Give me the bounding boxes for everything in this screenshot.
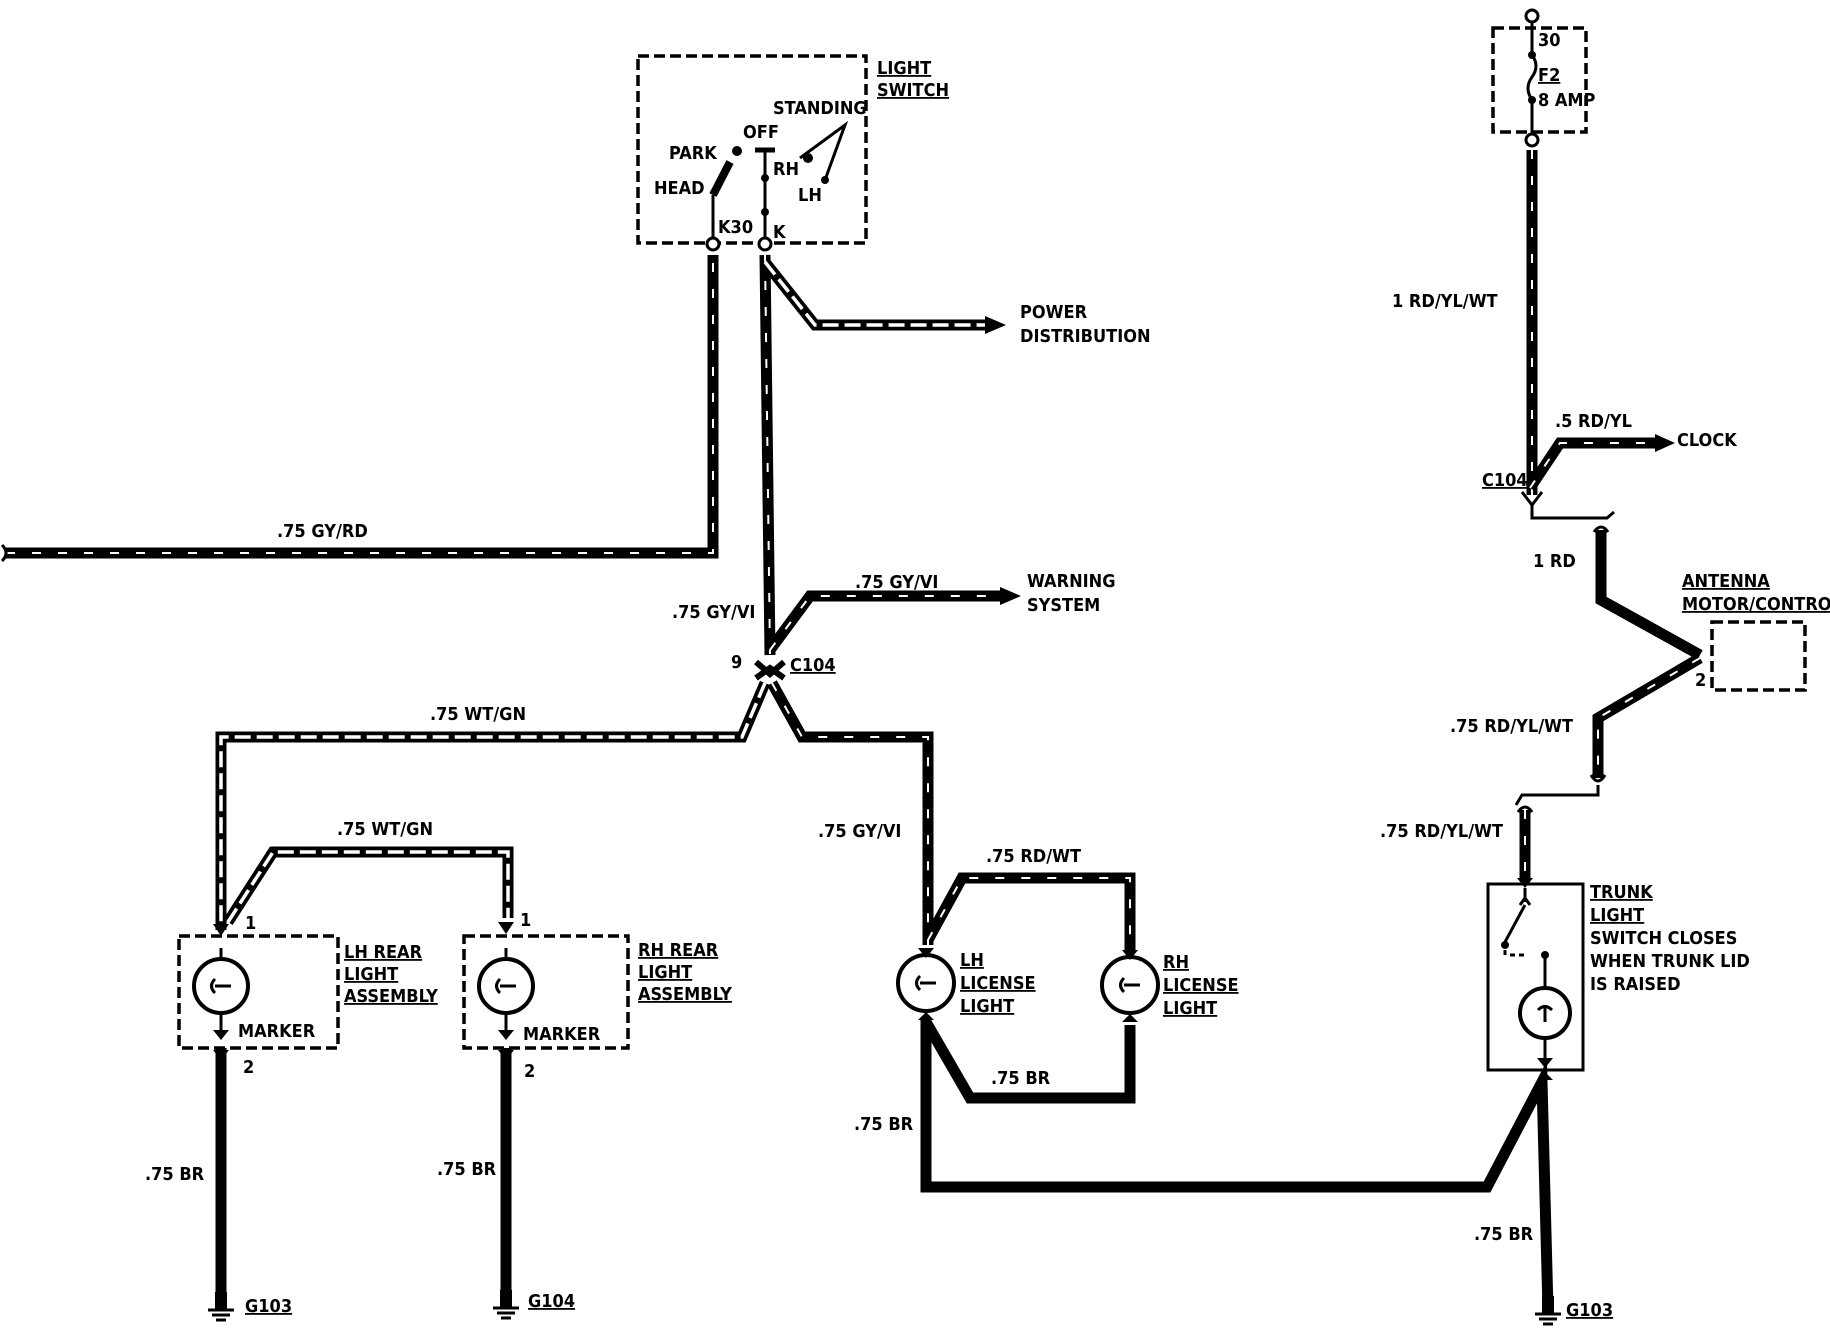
wire-gy-vi-license — [767, 680, 934, 945]
fuse-rating-label: 8 AMP — [1538, 90, 1596, 111]
wire-rd-yl-wt-3 — [1516, 805, 1534, 880]
ground-g103-right — [1535, 1296, 1561, 1326]
lh-license-label-1: LH — [960, 950, 984, 971]
switch-lh-label: LH — [798, 185, 822, 206]
ground-g103-left — [208, 1292, 234, 1322]
lh-rear-lamp-label: MARKER — [238, 1021, 316, 1042]
lh-rear-light-assembly — [177, 924, 340, 1060]
fuse-terminal-label: 30 — [1538, 30, 1561, 51]
lh-rear-label-2: LIGHT — [344, 964, 398, 985]
rh-rear-pin1-label: 1 — [520, 910, 531, 931]
trunk-label-2: LIGHT — [1590, 905, 1644, 926]
ground-g103-right-label: G103 — [1566, 1300, 1613, 1321]
rh-license-light — [1100, 950, 1160, 1022]
wire-k-main — [759, 254, 776, 656]
antenna-motor-control — [1710, 620, 1807, 692]
c104-right-label: C104 — [1482, 470, 1528, 491]
rh-license-label-3: LIGHT — [1163, 998, 1217, 1019]
c104-center-pin-label: 9 — [731, 652, 742, 673]
rh-rear-pin2-label: 2 — [524, 1061, 535, 1082]
wire-rd-yl-wt-top-label: 1 RD/YL/WT — [1392, 291, 1498, 312]
ground-g103-left-label: G103 — [245, 1296, 292, 1317]
wire-rd-label: 1 RD — [1533, 551, 1576, 572]
switch-standing-label: STANDING — [773, 98, 867, 119]
switch-k30-label: K30 — [718, 217, 753, 238]
switch-off-label: OFF — [743, 122, 779, 143]
trunk-note-3: IS RAISED — [1590, 974, 1681, 995]
rh-rear-label-3: ASSEMBLY — [638, 984, 732, 1005]
power-distribution-label-2: DISTRIBUTION — [1020, 326, 1151, 347]
wire-gy-rd-label: .75 GY/RD — [277, 521, 368, 542]
rh-rear-label-1: RH REAR — [638, 940, 719, 961]
lh-rear-label-3: ASSEMBLY — [344, 986, 438, 1007]
wire-br-trunk-label: .75 BR — [1474, 1224, 1534, 1245]
wire-gy-vi-license-label: .75 GY/VI — [818, 821, 901, 842]
wire-rd-yl-wt-2 — [1514, 653, 1703, 806]
wire-clock — [1525, 434, 1675, 492]
lh-license-label-3: LIGHT — [960, 996, 1014, 1017]
rh-rear-label-2: LIGHT — [638, 962, 692, 983]
rh-rear-light-assembly — [462, 922, 630, 1060]
trunk-label-1: TRUNK — [1590, 882, 1654, 903]
trunk-note-1: SWITCH CLOSES — [1590, 928, 1737, 949]
wire-rd-wt — [923, 872, 1136, 950]
warning-system-label-2: SYSTEM — [1027, 595, 1100, 616]
antenna-pin-label: 2 — [1695, 670, 1706, 691]
wire-br-rh-label: .75 BR — [437, 1159, 497, 1180]
wire-gy-vi-branch-label: .75 GY/VI — [855, 572, 938, 593]
wire-warning — [765, 587, 1021, 654]
ground-g104-label: G104 — [528, 1291, 575, 1312]
wire-power-distribution — [760, 258, 1006, 334]
trunk-note-2: WHEN TRUNK LID — [1590, 951, 1750, 972]
wire-br-license-label: .75 BR — [991, 1068, 1051, 1089]
wire-br-license2-label: .75 BR — [854, 1114, 914, 1135]
light-switch — [636, 54, 868, 252]
lh-rear-pin2-label: 2 — [243, 1057, 254, 1078]
clock-label: CLOCK — [1677, 430, 1738, 451]
fuse-f2 — [1491, 8, 1588, 148]
wire-rd — [1592, 525, 1703, 660]
wire-rd-yl-clock-label: .5 RD/YL — [1555, 411, 1632, 432]
wire-wt-gn-2-label: .75 WT/GN — [337, 819, 433, 840]
switch-head-label: HEAD — [654, 178, 705, 199]
wire-br-trunk-return — [920, 1018, 1554, 1311]
lh-license-light — [896, 948, 956, 1020]
connector-c104-center — [754, 659, 786, 681]
wire-wt-gn-1-label: .75 WT/GN — [430, 704, 526, 725]
switch-park-label: PARK — [669, 143, 718, 164]
light-switch-title-1: LIGHT — [877, 58, 931, 79]
switch-rh-label: RH — [773, 159, 799, 180]
light-switch-title-2: SWITCH — [877, 80, 949, 101]
lh-rear-pin1-label: 1 — [245, 913, 256, 934]
ground-g104 — [493, 1290, 519, 1320]
rh-license-label-2: LICENSE — [1163, 975, 1239, 996]
wire-br-license — [921, 1019, 1136, 1104]
trunk-light — [1486, 878, 1585, 1080]
wire-rd-wt-label: .75 RD/WT — [986, 846, 1081, 867]
lh-rear-label-1: LH REAR — [344, 942, 423, 963]
warning-system-label-1: WARNING — [1027, 571, 1115, 592]
wire-wt-gn-2 — [223, 846, 514, 925]
rh-license-label-1: RH — [1163, 952, 1189, 973]
power-distribution-label-1: POWER — [1020, 302, 1088, 323]
wire-br-lh-label: .75 BR — [145, 1164, 205, 1185]
wire-rd-yl-wt-3-label: .75 RD/YL/WT — [1380, 821, 1503, 842]
fuse-name-label: F2 — [1538, 65, 1560, 86]
connector-c104-right — [1520, 491, 1615, 520]
switch-k-label: K — [773, 222, 787, 243]
antenna-label-1: ANTENNA — [1682, 571, 1770, 592]
antenna-label-2: MOTOR/CONTROL — [1682, 594, 1830, 615]
wire-gy-vi-main-label: .75 GY/VI — [672, 602, 755, 623]
wire-wt-gn-1 — [215, 680, 771, 930]
c104-center-label: C104 — [790, 655, 836, 676]
lh-license-label-2: LICENSE — [960, 973, 1036, 994]
wire-rd-yl-wt-2-label: .75 RD/YL/WT — [1450, 716, 1573, 737]
rh-rear-lamp-label: MARKER — [523, 1024, 601, 1045]
wire-gy-rd — [0, 255, 719, 563]
